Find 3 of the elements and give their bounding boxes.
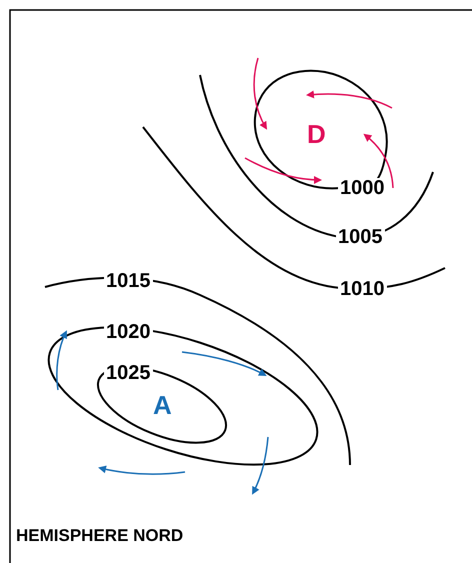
- high-pressure-letter: A: [152, 392, 173, 418]
- low-pressure-letter: D: [306, 121, 327, 147]
- map-caption: HEMISPHERE NORD: [15, 527, 184, 544]
